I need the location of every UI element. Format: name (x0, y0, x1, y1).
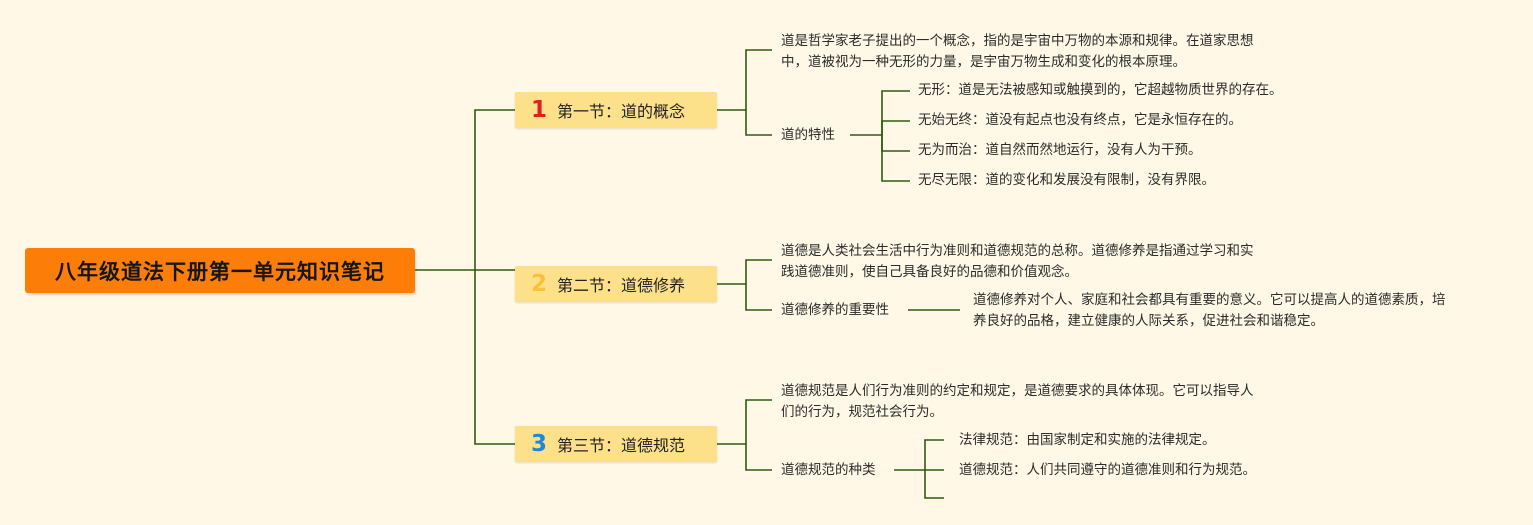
connector-s1-item-1 (850, 90, 910, 136)
section-number-2: 2 (531, 270, 548, 297)
connector-s3-definition (717, 399, 772, 445)
definition-line: 道德规范是人们行为准则的约定和规定，是道德要求的具体体现。它可以指导人 (781, 383, 1254, 399)
section-2-sub-detail: 道德修养对个人、家庭和社会都具有重要的意义。它可以提高人的道德素质，培 养良好的… (973, 290, 1446, 332)
connector-root-section-3 (474, 270, 515, 445)
connector-s1-item-2 (881, 120, 910, 135)
connector-s2-sub (745, 284, 772, 311)
section-number-1: 1 (531, 96, 548, 123)
detail-line: 道德修养对个人、家庭和社会都具有重要的意义。它可以提高人的道德素质，培 (973, 292, 1446, 308)
definition-line: 道德是人类社会生活中行为准则和道德规范的总称。道德修养是指通过学习和实 (781, 243, 1254, 259)
section-2-definition: 道德是人类社会生活中行为准则和道德规范的总称。道德修养是指通过学习和实 践道德准… (781, 241, 1254, 283)
section-3-sub-label: 道德规范的种类 (781, 462, 876, 478)
section-node-3[interactable]: 3 第三节：道德规范 (515, 426, 717, 462)
section-title-1: 第一节：道的概念 (557, 102, 686, 121)
section-1-definition: 道是哲学家老子提出的一个概念，指的是宇宙中万物的本源和规律。在道家思想 中，道被… (781, 31, 1254, 73)
section-3-item-1: 法律规范：由国家制定和实施的法律规定。 (959, 432, 1216, 448)
section-1-sub-label: 道的特性 (781, 127, 835, 143)
section-node-1[interactable]: 1 第一节：道的概念 (515, 92, 717, 128)
connector-s1-item-3 (881, 135, 910, 152)
connector-s1-item-4 (881, 135, 910, 182)
definition-line: 中，道被视为一种无形的力量，是宇宙万物生成和变化的根本原理。 (781, 54, 1186, 70)
connector-s1-definition (717, 49, 772, 111)
section-1-item-2: 无始无终：道没有起点也没有终点，它是永恒存在的。 (918, 112, 1242, 128)
definition-line: 道是哲学家老子提出的一个概念，指的是宇宙中万物的本源和规律。在道家思想 (781, 33, 1254, 49)
section-2-sub-label: 道德修养的重要性 (781, 302, 889, 318)
detail-line: 养良好的品格，建立健康的人际关系，促进社会和谐稳定。 (973, 313, 1324, 329)
section-title-3: 第三节：道德规范 (557, 436, 686, 455)
connector-root-section-1 (415, 109, 515, 271)
definition-line: 们的行为，规范社会行为。 (781, 404, 943, 420)
connector-s3-sub (745, 444, 772, 471)
section-1-item-3: 无为而治：道自然而然地运行，没有人为干预。 (918, 142, 1202, 158)
connector-s3-item-3 (924, 470, 944, 499)
section-title-2: 第二节：道德修养 (557, 276, 686, 295)
section-node-2[interactable]: 2 第二节：道德修养 (515, 266, 717, 302)
section-1-item-1: 无形：道是无法被感知或触摸到的，它超越物质世界的存在。 (918, 82, 1283, 98)
section-3-item-2: 道德规范：人们共同遵守的道德准则和行为规范。 (959, 462, 1256, 478)
definition-line: 践道德准则，使自己具备良好的品德和价值观念。 (781, 264, 1078, 280)
section-1-item-4: 无尽无限：道的变化和发展没有限制，没有界限。 (918, 172, 1215, 188)
connector-s2-definition (717, 259, 772, 285)
section-3-definition: 道德规范是人们行为准则的约定和规定，是道德要求的具体体现。它可以指导人 们的行为… (781, 381, 1254, 423)
connector-s1-sub (745, 110, 772, 136)
connector-s3-item-1 (894, 439, 944, 471)
root-title: 八年级道法下册第一单元知识笔记 (55, 259, 385, 284)
section-number-3: 3 (531, 430, 548, 457)
root-node[interactable]: 八年级道法下册第一单元知识笔记 (25, 248, 415, 293)
